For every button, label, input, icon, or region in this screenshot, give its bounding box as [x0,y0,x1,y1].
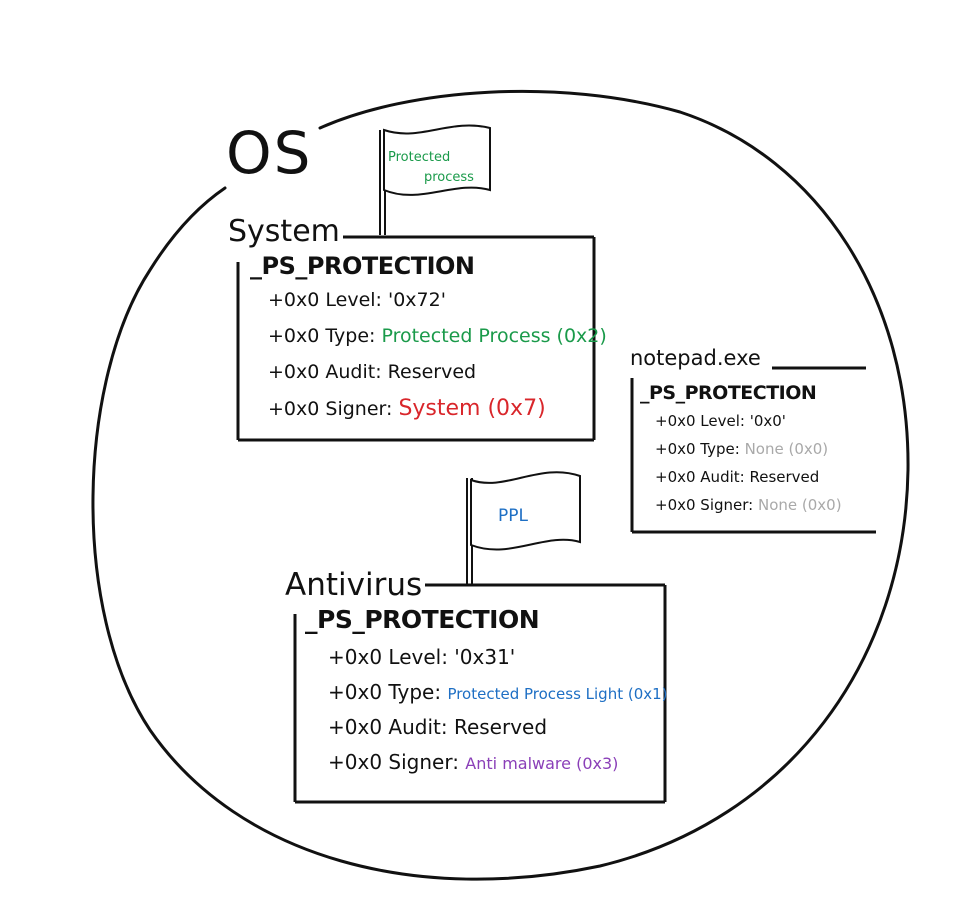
field-value: '0x72' [387,289,446,311]
field-prefix: +0x0 Level: [655,412,750,430]
system-field-audit: +0x0 Audit: Reserved [268,363,476,382]
field-value: Protected Process (0x2) [381,325,607,347]
field-value: '0x0' [749,412,786,430]
notepad-field-signer: +0x0 Signer: None (0x0) [655,498,842,513]
field-value: '0x31' [454,645,516,669]
field-value: Protected Process Light (0x1) [447,685,668,703]
field-value: Reserved [387,361,477,383]
system-field-type: +0x0 Type: Protected Process (0x2) [268,327,607,346]
field-prefix: +0x0 Type: [328,680,448,704]
field-value: None (0x0) [757,496,842,514]
ppl-flag [466,471,581,585]
system-struct-box [236,235,596,442]
antivirus-field-signer: +0x0 Signer: Anti malware (0x3) [328,752,618,772]
antivirus-struct-title: _PS_PROTECTION [305,605,540,634]
system-process-name: System [228,214,340,249]
notepad-field-type: +0x0 Type: None (0x0) [655,442,828,457]
field-value: Reserved [453,715,548,739]
antivirus-process-name: Antivirus [285,567,423,603]
field-prefix: +0x0 Level: [268,289,388,311]
ppl-flag-label: PPL [498,506,528,526]
field-value: Reserved [749,468,820,486]
system-flag-line2: process [424,170,474,185]
notepad-process-name: notepad.exe [630,346,761,370]
system-struct-title: _PS_PROTECTION [250,252,475,280]
notepad-struct-title: _PS_PROTECTION [640,382,817,404]
os-boundary-circle [91,89,910,881]
antivirus-field-type: +0x0 Type: Protected Process Light (0x1) [328,682,668,702]
field-prefix: +0x0 Type: [268,325,382,347]
system-field-level: +0x0 Level: '0x72' [268,291,446,310]
antivirus-field-level: +0x0 Level: '0x31' [328,647,515,667]
field-prefix: +0x0 Audit: [655,468,750,486]
field-value: Anti malware (0x3) [465,754,619,773]
protected-process-flag [379,124,491,235]
field-prefix: +0x0 Audit: [268,361,388,383]
field-prefix: +0x0 Audit: [328,715,454,739]
notepad-field-level: +0x0 Level: '0x0' [655,414,786,429]
field-prefix: +0x0 Signer: [328,750,466,774]
system-field-signer: +0x0 Signer: System (0x7) [268,398,546,420]
field-value: None (0x0) [744,440,829,458]
notepad-field-audit: +0x0 Audit: Reserved [655,470,819,485]
field-prefix: +0x0 Signer: [268,398,399,420]
antivirus-struct-box [293,583,667,804]
system-flag-line1: Protected [388,150,451,165]
antivirus-field-audit: +0x0 Audit: Reserved [328,717,547,737]
field-prefix: +0x0 Type: [655,440,745,458]
field-prefix: +0x0 Signer: [655,496,758,514]
field-prefix: +0x0 Level: [328,645,455,669]
field-value: System (0x7) [398,396,546,421]
notepad-struct-box [630,366,876,534]
os-label: OS [226,119,313,187]
